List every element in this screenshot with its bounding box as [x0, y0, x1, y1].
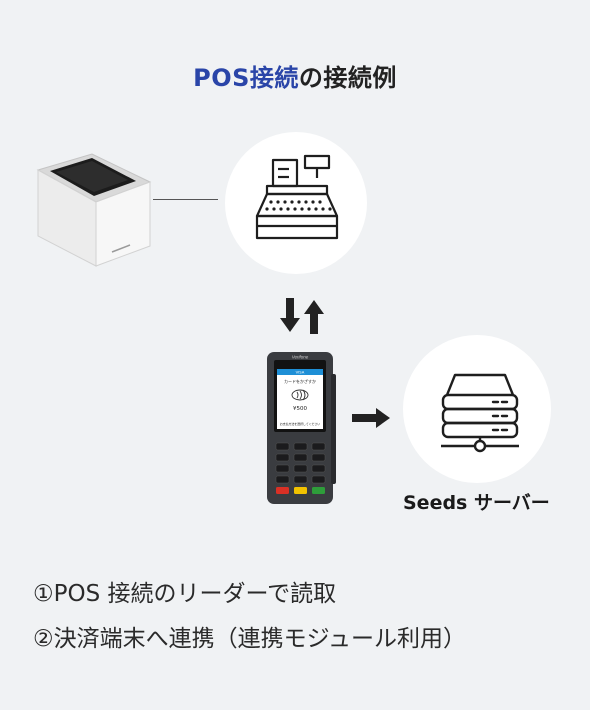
qr-reader-device	[30, 150, 152, 272]
terminal-screen-amount: ¥500	[293, 406, 307, 412]
server-label: Seeds サーバー	[403, 492, 550, 514]
payment-terminal: Verifone VISA カードをかざすか ¥500 お支払方法を選択してくだ…	[265, 352, 337, 508]
payment-terminal-icon: Verifone VISA カードをかざすか ¥500 お支払方法を選択してくだ…	[267, 352, 336, 504]
page-title: POS接続の接続例	[0, 58, 590, 93]
right-arrow-icon	[350, 407, 392, 433]
terminal-screen-line1: カードをかざすか	[284, 378, 316, 384]
server-circle	[403, 335, 551, 483]
terminal-screen-footer: お支払方法を選択してください	[280, 421, 320, 426]
terminal-screen-header: VISA	[296, 370, 305, 375]
pos-register-circle	[225, 132, 367, 274]
note-item: ②決済端末へ連携（連携モジュール利用）	[33, 626, 467, 652]
title-rest: の接続例	[298, 64, 397, 92]
notes-list: ①POS 接続のリーダーで読取 ②決済端末へ連携（連携モジュール利用）	[33, 572, 573, 662]
note-item: ①POS 接続のリーダーで読取	[33, 581, 337, 607]
title-accent: POS接続	[193, 64, 299, 92]
server-icon	[441, 373, 519, 453]
cash-register-icon	[255, 154, 339, 240]
reader-connector-line	[153, 199, 218, 200]
terminal-brand: Verifone	[292, 355, 309, 360]
qr-reader-icon	[36, 153, 152, 267]
swap-arrows-icon	[279, 296, 325, 340]
